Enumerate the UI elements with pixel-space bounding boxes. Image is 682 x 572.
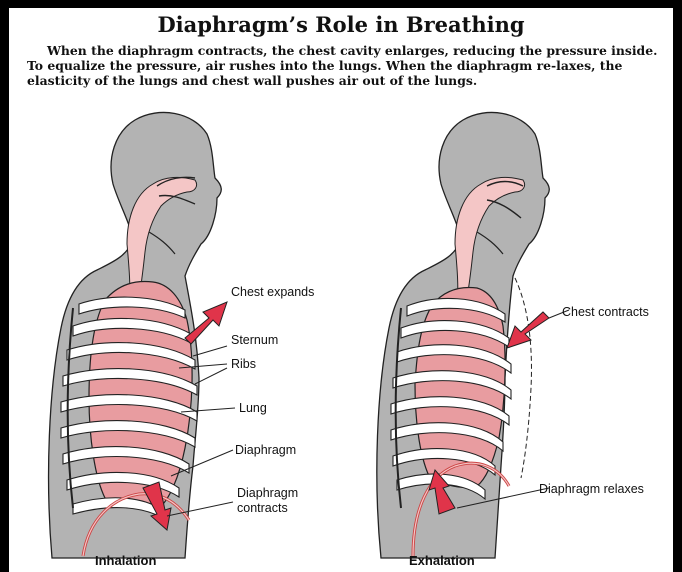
breathing-illustration: Chest expands Sternum Ribs Lung Diaphrag… [9,8,673,572]
diaphragm-label: Diaphragm [235,443,296,457]
diaphragm-relaxes-label: Diaphragm relaxes [539,482,644,496]
exhalation-figure: Chest contracts Diaphragm relaxes Exhala… [377,112,649,568]
chest-contracts-arrow [507,312,549,348]
chest-contracts-label: Chest contracts [562,305,649,319]
lung-label: Lung [239,401,267,415]
exhalation-caption: Exhalation [409,553,475,568]
diagram-frame: Diaphragm’s Role in Breathing When the d… [9,8,673,572]
diaphragm-contracts-label-line1: Diaphragm [237,486,298,500]
chest-expands-label: Chest expands [231,285,314,299]
sternum-label: Sternum [231,333,278,347]
inhalation-figure: Chest expands Sternum Ribs Lung Diaphrag… [49,112,315,568]
ribs-label: Ribs [231,357,256,371]
exhalation-previous-chest-outline [515,278,531,478]
inhalation-caption: Inhalation [95,553,156,568]
diaphragm-contracts-label-line2: contracts [237,501,288,515]
